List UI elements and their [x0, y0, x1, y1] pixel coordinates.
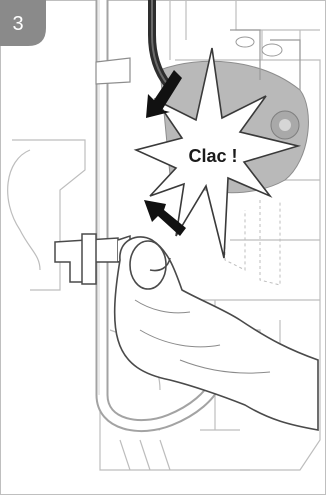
- step-badge: 3: [0, 0, 46, 46]
- upper-clip: [96, 58, 130, 84]
- callout-text: Clac !: [188, 146, 237, 166]
- step-number: 3: [12, 13, 23, 35]
